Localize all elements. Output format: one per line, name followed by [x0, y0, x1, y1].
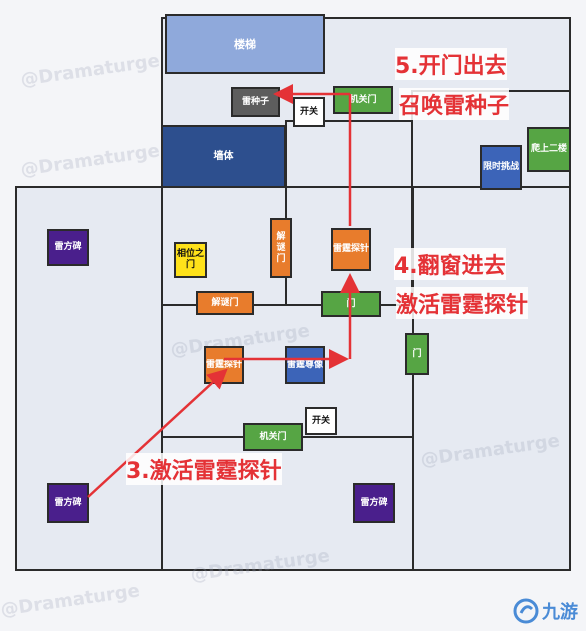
logo-text: 九游 [542, 602, 578, 623]
step3-label: 3.激活雷霆探针 [126, 453, 282, 485]
route-step3 [87, 368, 228, 498]
puzzle-door-vertical[interactable]: 解谜门 [270, 218, 292, 278]
puzzle-door-horizontal[interactable]: 解谜门 [196, 291, 254, 315]
thunder-statue[interactable]: 雷霆尊像 [285, 346, 325, 384]
thunder-probe-top[interactable]: 雷霆探针 [331, 228, 371, 271]
phase-door[interactable]: 相位之门 [174, 242, 207, 278]
site-logo: 九游 [512, 597, 578, 625]
left-hall [15, 186, 165, 571]
mechanism-door-bottom[interactable]: 机关门 [243, 423, 303, 451]
swirl-icon [513, 598, 539, 624]
switch-bottom[interactable]: 开关 [305, 407, 337, 435]
switch-top[interactable]: 开关 [293, 97, 325, 127]
wall-block: 墙体 [161, 125, 286, 188]
cube-bottom-mid[interactable]: 雷方碑 [353, 483, 395, 523]
time-challenge[interactable]: 限时挑战 [480, 145, 522, 190]
step5-line1: 5.开门出去 [395, 48, 507, 80]
thunder-seed[interactable]: 雷种子 [231, 87, 280, 117]
cube-left-bottom[interactable]: 雷方碑 [47, 483, 89, 523]
step5-line2: 召唤雷种子 [399, 88, 510, 120]
mechanism-door-top[interactable]: 机关门 [333, 86, 393, 114]
step4-line2: 激活雷霆探针 [396, 287, 529, 319]
cube-left-top[interactable]: 雷方碑 [47, 229, 89, 266]
stairs[interactable]: 楼梯 [165, 14, 325, 74]
door-vertical[interactable]: 门 [405, 333, 429, 375]
climb-floor2[interactable]: 爬上二楼 [527, 127, 571, 172]
step4-line1: 4.翻窗进去 [394, 248, 506, 280]
